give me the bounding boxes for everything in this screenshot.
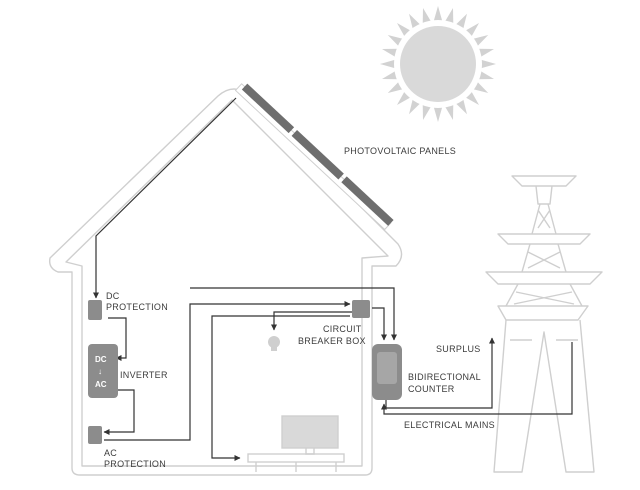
label-circuit-breaker-2: BREAKER BOX	[298, 336, 366, 346]
wire-breaker-to-counter	[190, 287, 397, 341]
breaker-box	[352, 300, 370, 318]
light-bulb-icon	[268, 336, 280, 351]
label-surplus: SURPLUS	[436, 344, 481, 354]
wire-inverter-to-ac	[103, 389, 135, 435]
dc-protection-box	[88, 300, 102, 320]
television-icon	[281, 415, 339, 455]
wire-dc-to-inverter	[108, 317, 127, 361]
sun-ray	[444, 8, 454, 25]
inverter-arrow-text: ↓	[98, 367, 102, 376]
label-circuit-breaker-1: CIRCUIT	[323, 324, 362, 334]
wire-breaker-return	[372, 307, 387, 341]
sun-ray	[382, 48, 399, 58]
sun-ray	[380, 59, 397, 69]
inverter-dc-text: DC	[95, 355, 107, 364]
sun-ray	[422, 103, 432, 120]
label-ac-protection-2: PROTECTION	[104, 459, 166, 469]
inverter-box	[88, 344, 118, 398]
label-ac-protection-1: AC	[104, 448, 117, 458]
wire-breaker-to-tv	[211, 315, 350, 461]
label-inverter: INVERTER	[120, 370, 168, 380]
sun-icon	[380, 6, 496, 122]
label-electrical-mains: ELECTRICAL MAINS	[404, 420, 495, 430]
table-icon	[247, 453, 345, 472]
sun-ray	[444, 103, 454, 120]
power-pylon-icon	[485, 175, 603, 473]
label-dc-protection-2: PROTECTION	[106, 302, 168, 312]
wire-panels-to-dc	[93, 97, 237, 299]
sun-ray	[477, 70, 494, 80]
wire-breaker-to-bulb	[271, 311, 352, 331]
label-bidirectional-2: COUNTER	[408, 384, 455, 394]
label-photovoltaic-panels: PHOTOVOLTAIC PANELS	[344, 146, 456, 156]
label-bidirectional-1: BIDIRECTIONAL	[408, 372, 481, 382]
wire-mains	[381, 342, 573, 415]
house-outline	[48, 88, 403, 476]
photovoltaic-panels	[234, 83, 394, 231]
sun-ray	[433, 6, 443, 23]
label-dc-protection-1: DC	[106, 291, 120, 301]
sun-ray	[382, 70, 399, 80]
ac-protection-box	[88, 426, 102, 444]
wiring	[93, 97, 573, 461]
sun-ray	[433, 105, 443, 122]
sun-ray	[479, 59, 496, 69]
sun-ray	[422, 8, 432, 25]
sun-ray	[477, 48, 494, 58]
inverter-ac-text: AC	[95, 380, 107, 389]
wire-ac-to-breaker	[104, 301, 351, 441]
